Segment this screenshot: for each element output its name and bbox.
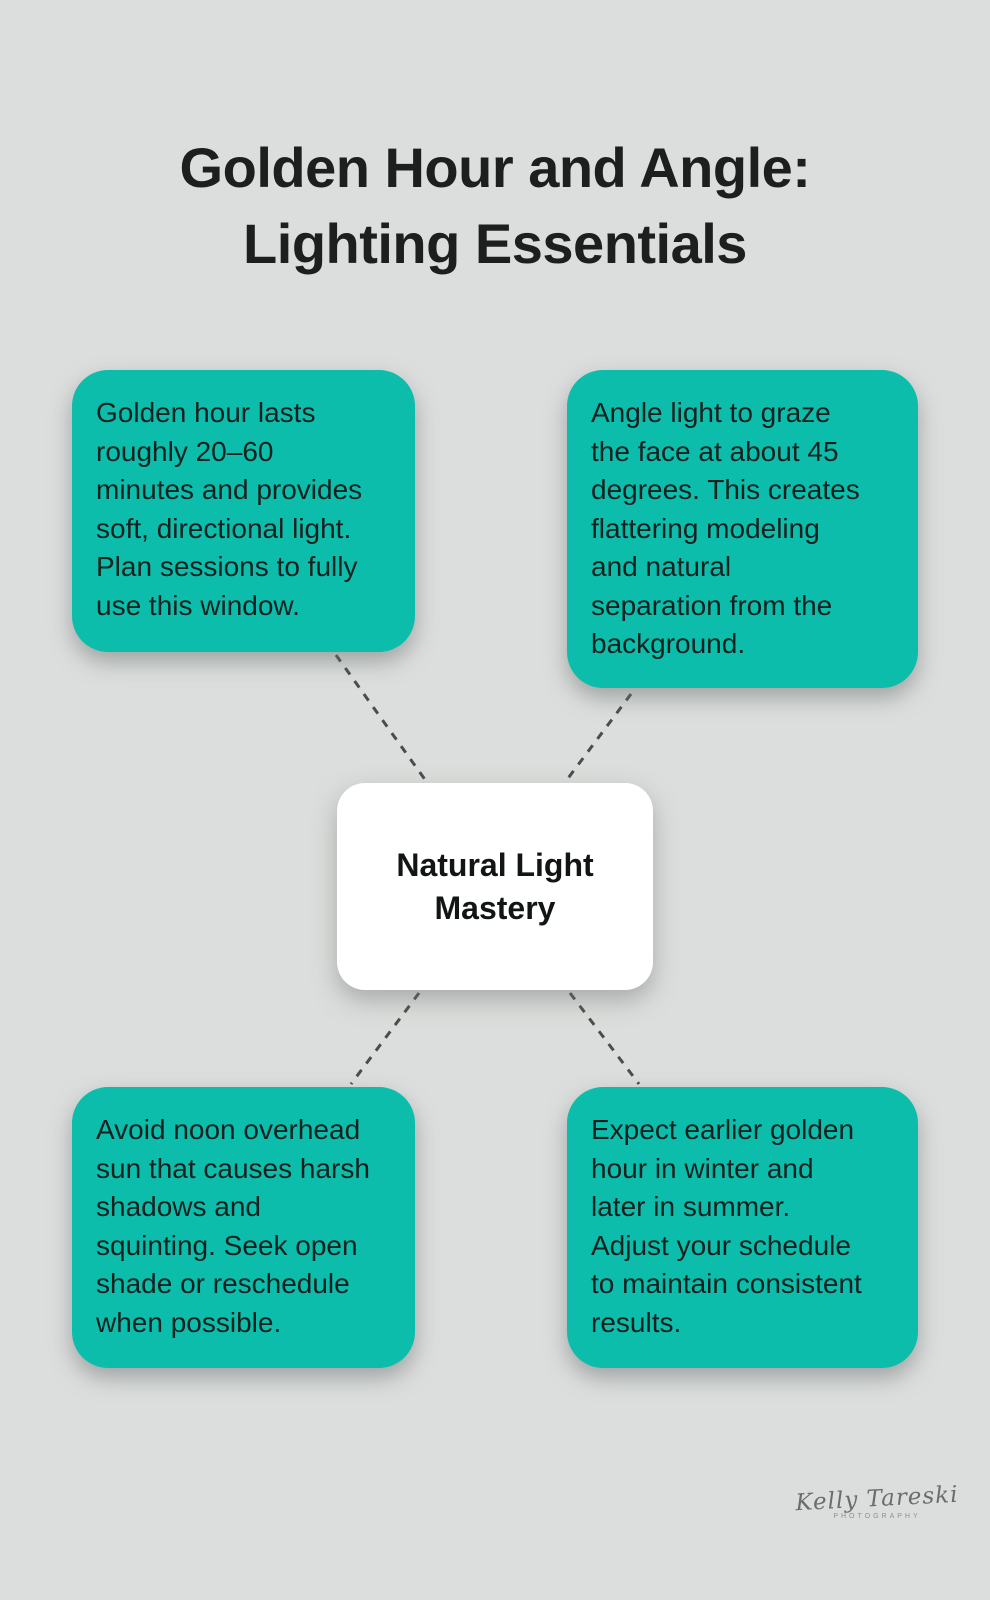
node-bottom-right: Expect earlier golden hour in winter and… — [567, 1087, 918, 1368]
node-bottom-right-text: Expect earlier golden hour in winter and… — [591, 1114, 862, 1338]
node-top-right: Angle light to graze the face at about 4… — [567, 370, 918, 688]
connector-line-bottom-right — [568, 992, 641, 1085]
connector-line-bottom-left — [349, 992, 421, 1085]
node-bottom-left: Avoid noon overhead sun that causes hars… — [72, 1087, 415, 1368]
node-bottom-left-text: Avoid noon overhead sun that causes hars… — [96, 1114, 370, 1338]
signature-name-text: Kelly Tareski — [794, 1481, 960, 1517]
connector-line-top-left — [334, 654, 428, 782]
page-title: Golden Hour and Angle: Lighting Essentia… — [179, 135, 811, 275]
center-node-label: Natural Light Mastery — [396, 846, 594, 926]
photographer-signature: Kelly Tareski PHOTOGRAPHY — [792, 1482, 962, 1520]
connector-line-top-right — [564, 693, 633, 782]
node-top-right-text: Angle light to graze the face at about 4… — [591, 397, 860, 659]
node-top-left-text: Golden hour lasts roughly 20–60 minutes … — [96, 397, 363, 621]
signature-subtitle-text: PHOTOGRAPHY — [833, 1513, 921, 1520]
center-node: Natural Light Mastery — [337, 783, 653, 990]
node-top-left: Golden hour lasts roughly 20–60 minutes … — [72, 370, 415, 652]
